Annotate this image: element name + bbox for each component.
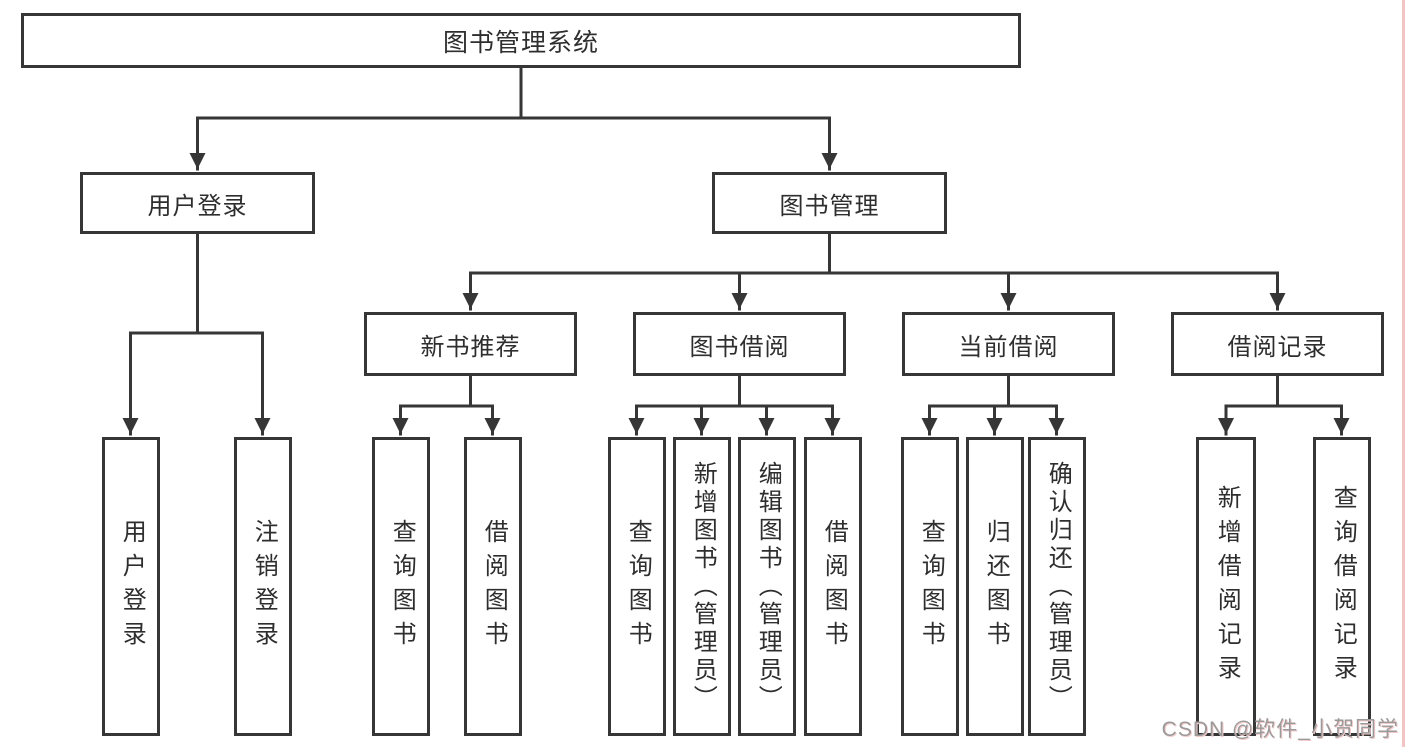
node-root-label: 图书管理系统 xyxy=(442,28,599,57)
leaf-user-login-label: 用户登录 xyxy=(118,518,146,655)
right-edge-pink-strip xyxy=(1402,0,1405,747)
node-book-management-label: 图书管理 xyxy=(779,192,880,220)
leaf-borrow-edit-books-admin: 编辑图书（管理员） xyxy=(738,437,796,736)
leaf-rec-borrow-books-label: 借阅图书 xyxy=(480,518,508,655)
node-root-system: 图书管理系统 xyxy=(21,13,1021,68)
node-borrowing-records: 借阅记录 xyxy=(1171,312,1384,376)
leaf-borrow-add-books-admin: 新增图书（管理员） xyxy=(673,437,731,736)
node-new-book-recommendation-label: 新书推荐 xyxy=(420,333,521,361)
leaf-record-add: 新增借阅记录 xyxy=(1196,437,1256,736)
leaf-record-add-label: 新增借阅记录 xyxy=(1213,484,1241,689)
node-user-login-label: 用户登录 xyxy=(147,192,248,220)
node-current-borrowing: 当前借阅 xyxy=(902,312,1115,376)
node-book-borrowing: 图书借阅 xyxy=(633,312,846,376)
leaf-logout-label: 注销登录 xyxy=(250,518,278,655)
leaf-rec-query-books-label: 查询图书 xyxy=(388,518,416,655)
leaf-borrow-query-books: 查询图书 xyxy=(608,437,666,736)
leaf-current-confirm-return-admin: 确认归还（管理员） xyxy=(1028,437,1086,736)
leaf-record-query-label: 查询借阅记录 xyxy=(1329,484,1357,689)
node-book-management: 图书管理 xyxy=(712,172,947,234)
leaf-borrow-edit-books-admin-label: 编辑图书（管理员） xyxy=(754,460,782,713)
node-new-book-recommendation: 新书推荐 xyxy=(364,312,577,376)
leaf-current-return-books-label: 归还图书 xyxy=(982,518,1010,655)
leaf-current-query-books: 查询图书 xyxy=(901,437,959,736)
leaf-current-confirm-return-admin-label: 确认归还（管理员） xyxy=(1044,460,1072,713)
leaf-borrow-borrow-books: 借阅图书 xyxy=(804,437,862,736)
leaf-current-query-books-label: 查询图书 xyxy=(917,518,945,655)
csdn-watermark: CSDN @软件_小贺同学 xyxy=(1161,718,1399,741)
leaf-rec-query-books: 查询图书 xyxy=(372,437,430,736)
node-book-borrowing-label: 图书借阅 xyxy=(689,333,790,361)
leaf-borrow-add-books-admin-label: 新增图书（管理员） xyxy=(689,460,717,713)
leaf-rec-borrow-books: 借阅图书 xyxy=(464,437,522,736)
leaf-logout: 注销登录 xyxy=(234,437,292,736)
leaf-borrow-borrow-books-label: 借阅图书 xyxy=(820,518,848,655)
leaf-record-query: 查询借阅记录 xyxy=(1313,437,1371,736)
leaf-current-return-books: 归还图书 xyxy=(966,437,1024,736)
leaf-user-login: 用户登录 xyxy=(102,437,160,736)
node-borrowing-records-label: 借阅记录 xyxy=(1227,333,1328,361)
node-current-borrowing-label: 当前借阅 xyxy=(958,333,1059,361)
leaf-borrow-query-books-label: 查询图书 xyxy=(624,518,652,655)
node-user-login: 用户登录 xyxy=(80,172,315,234)
